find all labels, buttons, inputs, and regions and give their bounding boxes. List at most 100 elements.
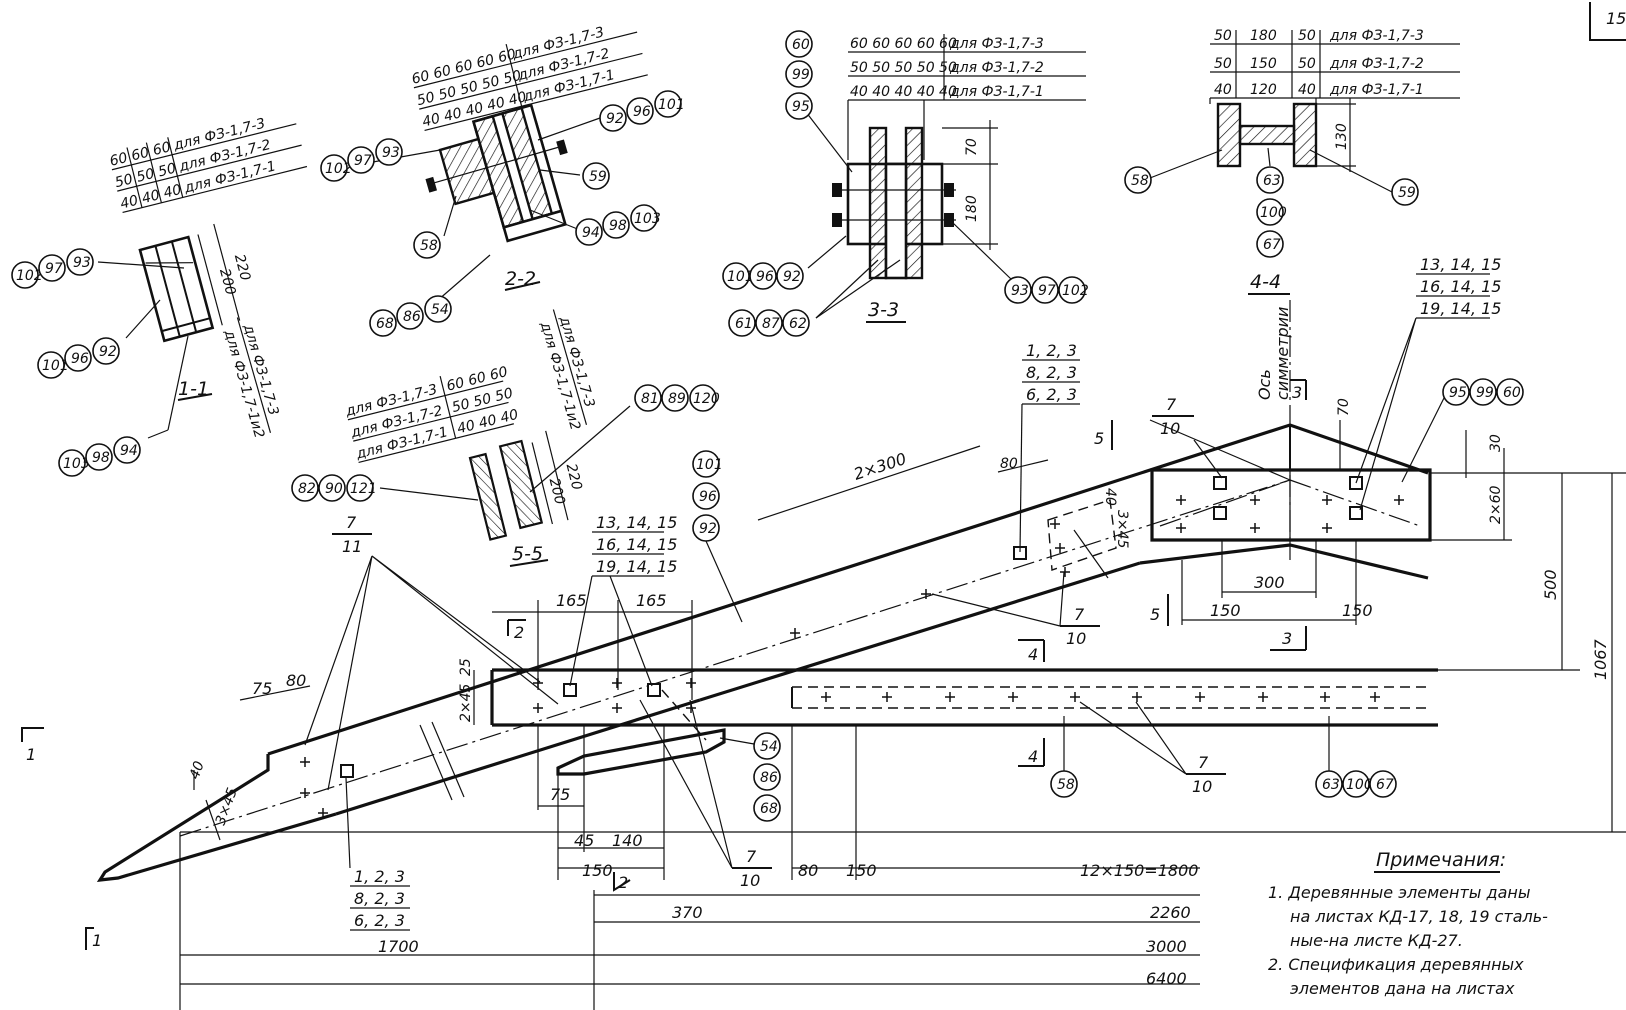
- s33-label2: для ФЗ-1,7-2: [949, 60, 1044, 76]
- svg-text:95: 95: [792, 99, 810, 115]
- svg-text:60: 60: [792, 37, 810, 53]
- svg-text:96: 96: [633, 104, 651, 120]
- s55-dim-200: 200: [546, 476, 568, 506]
- notes-title: Примечания:: [1376, 849, 1506, 871]
- fraction-7-10c: 7 10: [1079, 701, 1226, 796]
- section-4-4: 50 180 50 50 150 50 40 120 40 для ФЗ-1,7…: [1124, 28, 1460, 295]
- fraction-7-10a: 7 10: [1152, 395, 1223, 479]
- s44-dim-130: 130: [1334, 123, 1350, 150]
- svg-text:92: 92: [606, 111, 624, 127]
- s44-r2-c3: 50: [1298, 56, 1316, 72]
- svg-text:97: 97: [354, 153, 372, 169]
- svg-text:82: 82: [298, 481, 316, 497]
- svg-text:68: 68: [376, 316, 394, 332]
- svg-text:3: 3: [1292, 383, 1302, 402]
- page-number-box: 15: [1589, 2, 1626, 41]
- svg-text:58: 58: [420, 238, 438, 254]
- svg-text:94: 94: [120, 443, 138, 459]
- main-callout-top-right: 95 99 60: [1401, 378, 1524, 483]
- s11-callout-mid: 101 96 92: [37, 337, 120, 379]
- svg-text:97: 97: [1038, 283, 1056, 299]
- s22-callout-left: 102 97 93: [320, 138, 403, 182]
- page-number: 15: [1606, 9, 1626, 28]
- main-callout-col: 101 96 92: [692, 450, 743, 623]
- s55-callout-right: 81 89 120: [634, 384, 720, 412]
- dim-45: 45: [574, 831, 594, 850]
- s22-callout-94: 94 98 103: [575, 204, 661, 246]
- s22-callout-68: 68 86 54: [369, 295, 452, 337]
- svg-text:2: 2: [618, 873, 628, 892]
- dim-1700: 1700: [378, 937, 419, 956]
- dimension-lines: [179, 420, 1626, 1010]
- svg-text:96: 96: [699, 489, 717, 505]
- svg-text:96: 96: [756, 269, 774, 285]
- svg-text:16, 14, 15: 16, 14, 15: [1420, 277, 1501, 296]
- svg-text:10: 10: [1192, 777, 1212, 796]
- dim-6400: 6400: [1146, 969, 1187, 988]
- dim-165a: 165: [556, 591, 587, 610]
- stack-123-lower: 1, 2, 3 8, 2, 3 6, 2, 3: [345, 777, 410, 931]
- s44-r3-c2: 120: [1250, 82, 1277, 98]
- s33-row3: 40 40 40 40 40: [850, 84, 957, 100]
- svg-text:59: 59: [1398, 185, 1416, 201]
- svg-text:90: 90: [325, 481, 343, 497]
- dim-25: 25: [458, 658, 474, 676]
- notes-line-4: 2. Спецификация деревянных: [1268, 955, 1524, 974]
- dim-2260: 2260: [1150, 903, 1191, 922]
- dim-3000: 3000: [1146, 937, 1187, 956]
- s44-r2-c2: 150: [1250, 56, 1277, 72]
- dim-80b: 80: [286, 671, 306, 690]
- svg-text:8, 2, 3: 8, 2, 3: [354, 889, 405, 908]
- svg-text:7: 7: [1074, 605, 1085, 624]
- svg-text:103: 103: [634, 211, 661, 227]
- svg-text:95: 95: [1449, 385, 1467, 401]
- svg-text:102: 102: [16, 268, 43, 284]
- dim-1067: 1067: [1591, 638, 1610, 680]
- dim-150a: 150: [1210, 601, 1241, 620]
- dim-3x45: 3×45: [1114, 510, 1130, 549]
- dim-150b: 150: [1342, 601, 1373, 620]
- section-5-5-side-labels: для ФЗ-1,7-3 для ФЗ-1,7-1и2: [537, 309, 597, 432]
- section-1-1-title: 1-1: [178, 378, 209, 400]
- svg-text:7: 7: [746, 847, 757, 866]
- lower-plate: [556, 728, 726, 776]
- svg-text:92: 92: [699, 521, 717, 537]
- dim-70: 70: [1336, 398, 1352, 416]
- section-5-5-title: 5-5: [512, 543, 543, 565]
- svg-text:7: 7: [1166, 395, 1177, 414]
- ridge-plates: [1149, 300, 1432, 560]
- section-3-3-table: 60 60 60 60 60 50 50 50 50 50 40 40 40 4…: [848, 34, 1086, 101]
- svg-text:81: 81: [641, 391, 659, 407]
- svg-text:19, 14, 15: 19, 14, 15: [596, 557, 677, 576]
- stack-131415-left: 13, 14, 15 16, 14, 15 19, 14, 15: [569, 513, 677, 687]
- svg-text:58: 58: [1057, 777, 1075, 793]
- s11-callout-bot: 103 98 94: [58, 436, 141, 477]
- svg-text:68: 68: [760, 801, 778, 817]
- svg-text:102: 102: [1062, 283, 1089, 299]
- svg-text:2: 2: [514, 623, 524, 642]
- section-1-1-side-labels: для ФЗ-1,7-3 для ФЗ-1,7-1и2: [221, 317, 281, 440]
- axis-of-symmetry-label: Ось симметрии: [1255, 307, 1292, 400]
- svg-text:98: 98: [92, 450, 110, 466]
- svg-text:86: 86: [403, 309, 421, 325]
- svg-text:6, 2, 3: 6, 2, 3: [1026, 385, 1077, 404]
- dim-3x45b: 3×45: [213, 786, 241, 828]
- svg-text:63: 63: [1322, 777, 1340, 793]
- s55-dim-220: 220: [563, 462, 585, 492]
- svg-text:100: 100: [1260, 205, 1287, 221]
- svg-text:58: 58: [1131, 173, 1149, 189]
- svg-text:60: 60: [1503, 385, 1521, 401]
- dim-140: 140: [612, 831, 643, 850]
- svg-text:8, 2, 3: 8, 2, 3: [1026, 363, 1077, 382]
- svg-text:7: 7: [1198, 753, 1209, 772]
- s22-callout-58: 58: [413, 231, 441, 259]
- svg-text:61: 61: [735, 316, 753, 332]
- main-callout-54: 54 86 68: [719, 732, 781, 822]
- section-5-5-plates: 200 220: [468, 430, 585, 541]
- svg-text:13, 14, 15: 13, 14, 15: [596, 513, 677, 532]
- svg-text:87: 87: [762, 316, 780, 332]
- svg-text:101: 101: [42, 358, 69, 374]
- svg-text:4: 4: [1028, 747, 1038, 766]
- svg-text:101: 101: [696, 457, 723, 473]
- dim-2x300: 2×300: [851, 449, 908, 484]
